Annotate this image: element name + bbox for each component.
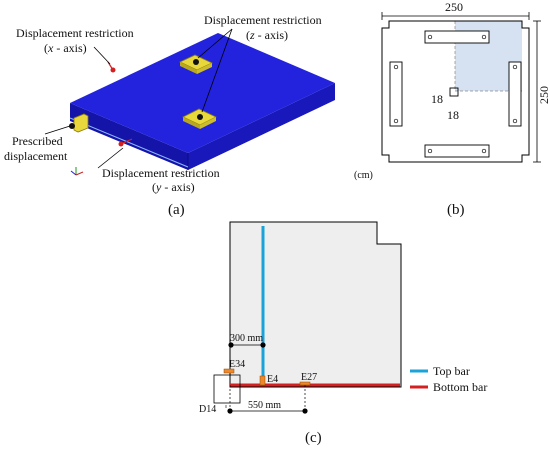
label-disp-z-line1: Displacement restriction	[204, 13, 322, 27]
gauge-e34	[223, 368, 235, 374]
slab-right-face	[188, 83, 335, 170]
slab-front-face	[70, 103, 188, 170]
label-e4: E4	[267, 374, 278, 385]
label-prescribed-line1: Prescribed	[12, 134, 63, 148]
label-d14: D14	[199, 404, 216, 415]
support-prescribed	[69, 113, 89, 133]
unit-label: (cm)	[354, 170, 373, 181]
restraint-marker-y	[118, 141, 124, 147]
label-disp-y-line1: Displacement restriction	[102, 166, 220, 180]
dim-250-top: 250	[445, 0, 463, 14]
dim-18-h: 18	[431, 92, 443, 106]
caption-c: (c)	[305, 430, 322, 446]
label-disp-x-line1: Displacement restriction	[16, 26, 134, 40]
restraint-marker-z-top	[193, 59, 199, 65]
plate-outline	[381, 20, 530, 163]
support-z-center	[182, 108, 217, 129]
label-e34: E34	[229, 359, 245, 370]
restraint-marker-z-center	[197, 114, 203, 120]
support-left	[389, 61, 403, 127]
support-right	[508, 61, 522, 127]
d14-box	[213, 374, 241, 404]
legend-top-bar-label: Top bar	[433, 364, 470, 378]
label-e27: E27	[301, 372, 317, 383]
support-z-top	[179, 54, 213, 74]
dim-250-right: 250	[537, 86, 550, 104]
label-disp-z-line2: (z - axis)	[246, 28, 288, 42]
legend-bottom-bar-label: Bottom bar	[433, 380, 487, 394]
gauge-e4	[259, 375, 266, 386]
center-square	[449, 87, 459, 97]
caption-b: (b)	[447, 202, 465, 218]
panel-a: Displacement restriction (x - axis) Disp…	[4, 13, 335, 218]
axis-triad-icon	[70, 167, 84, 176]
caption-a: (a)	[168, 202, 185, 218]
panel-c: 300 mm 550 mm E34 E4 E27 D14 Top bar Bot…	[199, 221, 487, 446]
support-bottom	[424, 144, 490, 158]
restraint-marker-x	[110, 67, 116, 73]
label-prescribed-line2: displacement	[4, 149, 68, 163]
quarter-slab-outline	[229, 221, 402, 388]
support-top	[424, 30, 490, 44]
legend: Top bar Bottom bar	[410, 364, 487, 394]
gauge-e27	[299, 381, 311, 386]
panel-b: 250 250	[354, 0, 550, 218]
dim-300-mm: 300 mm	[230, 333, 263, 344]
label-disp-y-line2: (y - axis)	[152, 180, 195, 194]
slab-top-face	[70, 33, 335, 153]
label-disp-x-line2: (x - axis)	[44, 41, 87, 55]
dim-550-mm: 550 mm	[248, 400, 281, 411]
dim-18-v: 18	[447, 108, 459, 122]
